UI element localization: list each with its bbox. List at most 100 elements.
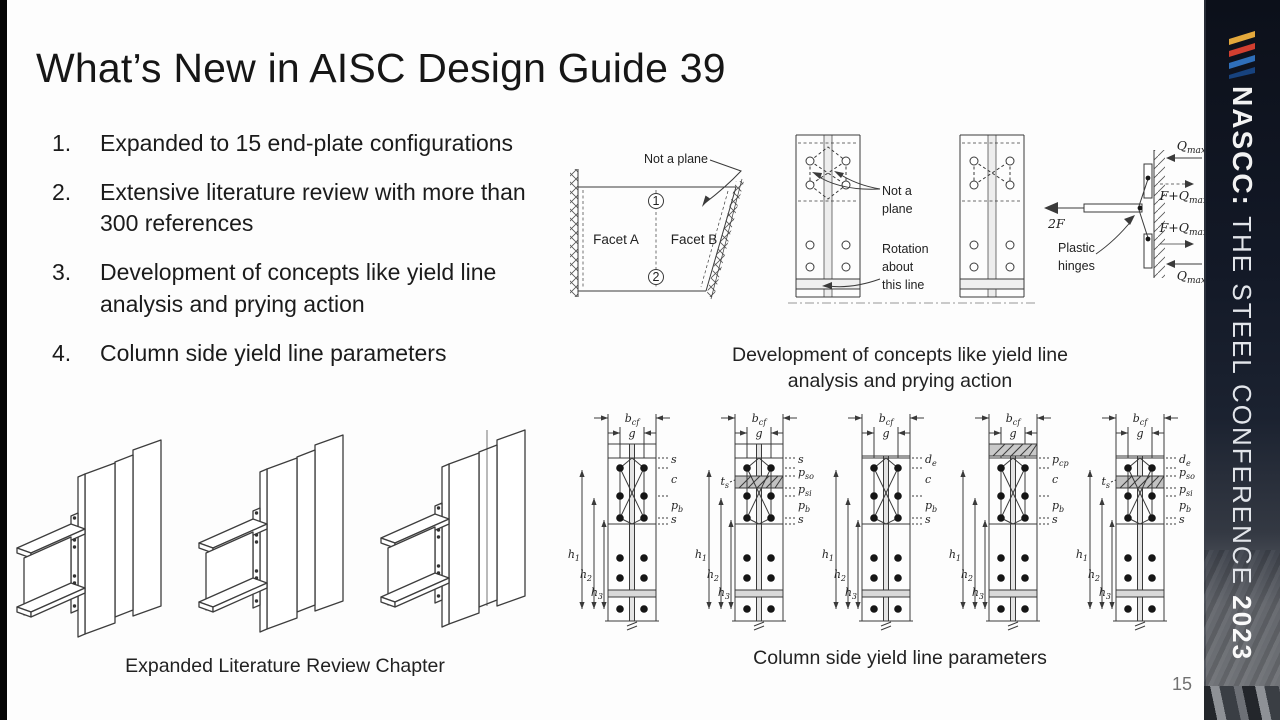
list-number: 4.: [52, 339, 72, 366]
svg-text:h3: h3: [591, 586, 603, 601]
svg-text:h1: h1: [949, 548, 961, 563]
svg-text:bcf: bcf: [1133, 412, 1150, 427]
svg-text:s: s: [925, 513, 931, 526]
svg-text:de: de: [1179, 453, 1191, 468]
page-number: 15: [1171, 674, 1192, 694]
svg-text:pb: pb: [1052, 499, 1064, 514]
svg-text:h3: h3: [718, 586, 730, 601]
conference-year: 2023: [1227, 595, 1257, 662]
svg-text:g: g: [628, 427, 635, 440]
prying-action-figure: Qmax F+Qmax F+Qmax Qmax 2F Plastic hinge…: [1044, 138, 1208, 286]
svg-text:ts: ts: [720, 475, 729, 490]
svg-text:h3: h3: [972, 586, 984, 601]
svg-text:g: g: [1136, 427, 1143, 440]
svg-text:h3: h3: [1099, 586, 1111, 601]
facet-b-label: Facet B: [671, 232, 718, 247]
svg-text:pcp: pcp: [1052, 453, 1069, 468]
svg-text:s: s: [798, 453, 804, 466]
list-number: 3.: [52, 259, 72, 286]
connection-drawing-2: [198, 434, 344, 633]
literature-connections-figure: [16, 429, 526, 638]
f-plus-q-top-label: F+Qmax: [1159, 188, 1208, 206]
literature-caption: Expanded Literature Review Chapter: [125, 655, 445, 677]
connection-drawing-3: [380, 429, 526, 628]
list-number: 1.: [52, 130, 72, 156]
not-a-plane-label: Not a: [882, 184, 912, 198]
svg-text:h2: h2: [961, 568, 973, 583]
svg-text:pso: pso: [1179, 466, 1195, 481]
plastic-hinges-label: Plastic: [1058, 241, 1095, 255]
svg-text:ts: ts: [1101, 475, 1110, 490]
svg-text:bcf: bcf: [1006, 412, 1023, 427]
list-item: 3. Development of concepts like yield li…: [52, 257, 557, 320]
rotation-label-2: about: [882, 260, 914, 274]
column-params-caption: Column side yield line parameters: [753, 647, 1047, 669]
svg-text:h1: h1: [568, 548, 580, 563]
support-hatch: [1154, 150, 1165, 278]
q-max-top-label: Qmax: [1177, 138, 1206, 156]
rotation-label-3: this line: [882, 278, 924, 292]
plastic-hinges-label-2: hinges: [1058, 259, 1095, 273]
conference-title-vertical: NASCC: THE STEEL CONFERENCE 2023: [1226, 86, 1258, 661]
rotation-label: Rotation: [882, 242, 929, 256]
node-2-label: 2: [653, 270, 660, 284]
yield-line-node-1: [648, 193, 664, 209]
svg-text:pb: pb: [671, 499, 683, 514]
column-elevation-right: [959, 134, 1025, 298]
svg-text:s: s: [1179, 513, 1185, 526]
svg-text:pb: pb: [798, 499, 810, 514]
nascc-brand: NASCC:: [1227, 86, 1258, 207]
banner-steel-photo: [1204, 686, 1280, 720]
connection-drawing-1: [16, 439, 162, 638]
list-text: Column side yield line parameters: [100, 339, 447, 366]
facet-diagram-figure: 1 2 Facet A Facet B Not a plane: [570, 152, 744, 300]
page-title: What’s New in AISC Design Guide 39: [36, 45, 726, 92]
list-text: Extensive literature review with more th…: [100, 178, 526, 237]
svg-text:bcf: bcf: [879, 412, 896, 427]
end-plate-bottom: [1143, 233, 1153, 269]
svg-text:bcf: bcf: [625, 412, 642, 427]
video-letterbox-edge: [0, 0, 7, 720]
svg-text:h2: h2: [1088, 568, 1100, 583]
svg-text:s: s: [671, 513, 677, 526]
yield-line-caption: Development of concepts like yield line …: [731, 344, 1068, 393]
leader-line: [704, 159, 742, 204]
svg-text:h1: h1: [1076, 548, 1088, 563]
banner-edge: [1204, 0, 1206, 720]
numbered-list: 1. Expanded to 15 end-plate configuratio…: [52, 128, 557, 386]
list-text: Expanded to 15 end-plate configurations: [100, 130, 514, 156]
svg-text:g: g: [755, 427, 762, 440]
svg-text:pso: pso: [798, 466, 814, 481]
end-plate-top: [1143, 163, 1153, 199]
arrowhead: [702, 195, 710, 207]
svg-text:h2: h2: [834, 568, 846, 583]
not-a-plane-label-2: plane: [882, 202, 913, 216]
svg-text:c: c: [1052, 473, 1058, 486]
conference-banner: NASCC: THE STEEL CONFERENCE 2023: [1204, 0, 1280, 720]
svg-text:de: de: [925, 453, 937, 468]
svg-text:h3: h3: [845, 586, 857, 601]
svg-text:g: g: [1009, 427, 1016, 440]
column-rotation-figure: Not a plane Rotation about this line: [788, 134, 1038, 304]
svg-text:psi: psi: [798, 483, 812, 498]
svg-text:h2: h2: [580, 568, 592, 583]
svg-text:c: c: [925, 473, 931, 486]
svg-text:pb: pb: [1179, 499, 1191, 514]
svg-text:s: s: [1052, 513, 1058, 526]
force-2f-label: 2F: [1047, 216, 1066, 231]
tension-member: [1083, 203, 1143, 213]
svg-text:pb: pb: [925, 499, 937, 514]
conference-tagline: THE STEEL CONFERENCE: [1227, 216, 1257, 586]
svg-text:h2: h2: [707, 568, 719, 583]
list-item: 2. Extensive literature review with more…: [52, 177, 557, 240]
list-number: 2.: [52, 178, 72, 205]
wall-hatch: [570, 169, 578, 297]
slanted-support-hatch: [706, 181, 744, 297]
not-a-plane-label: Not a plane: [644, 152, 708, 166]
f-plus-q-bottom-label: F+Qmax: [1159, 220, 1208, 238]
